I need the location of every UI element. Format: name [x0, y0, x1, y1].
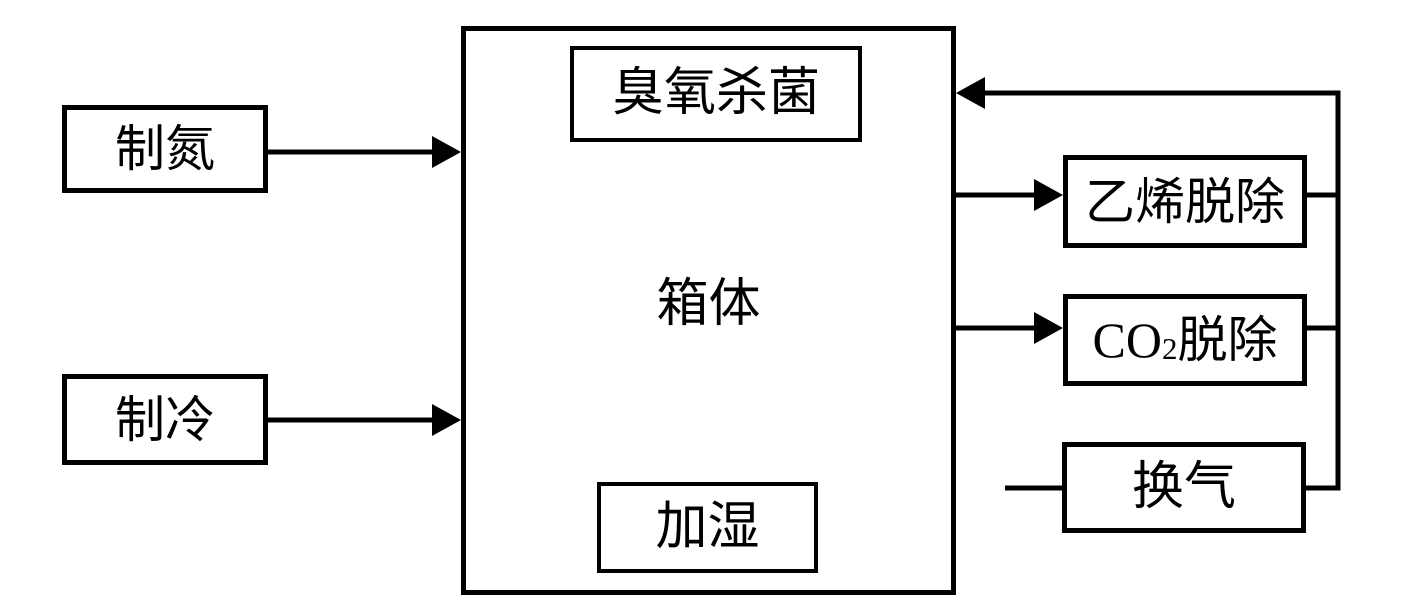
node-humidify-box[interactable]	[597, 482, 818, 573]
node-nitrogen-box[interactable]	[62, 105, 268, 193]
node-co2-label-subscript: 2	[1161, 331, 1178, 367]
node-cabinet-label: 箱体	[656, 276, 761, 333]
node-co2-label-tail: 脱除	[1177, 312, 1278, 368]
node-cooling-box[interactable]	[62, 374, 268, 465]
node-ventilation-box[interactable]	[1062, 442, 1306, 533]
node-ozone-label: 臭氧杀菌	[611, 65, 820, 122]
node-co2-box[interactable]	[1063, 294, 1307, 386]
arrowhead-cabinet-to-ethylene	[1034, 179, 1063, 211]
node-nitrogen-label: 制氮	[115, 121, 215, 177]
arrowhead-cabinet-to-co2	[1034, 312, 1063, 344]
node-ethylene-label: 乙烯脱除	[1085, 173, 1285, 230]
arrowhead-return-bus-to-cabinet	[956, 77, 985, 109]
node-ventilation-label: 换气	[1131, 458, 1236, 516]
arrowhead-cooling-to-cabinet	[432, 404, 461, 436]
node-humidify-label: 加湿	[655, 498, 760, 556]
node-ethylene-box[interactable]	[1063, 155, 1307, 248]
node-ozone-box[interactable]	[570, 46, 862, 142]
arrowhead-nitrogen-to-cabinet	[432, 136, 461, 168]
node-cooling-label: 制冷	[115, 391, 215, 448]
node-co2-label-base: CO	[1092, 312, 1162, 368]
